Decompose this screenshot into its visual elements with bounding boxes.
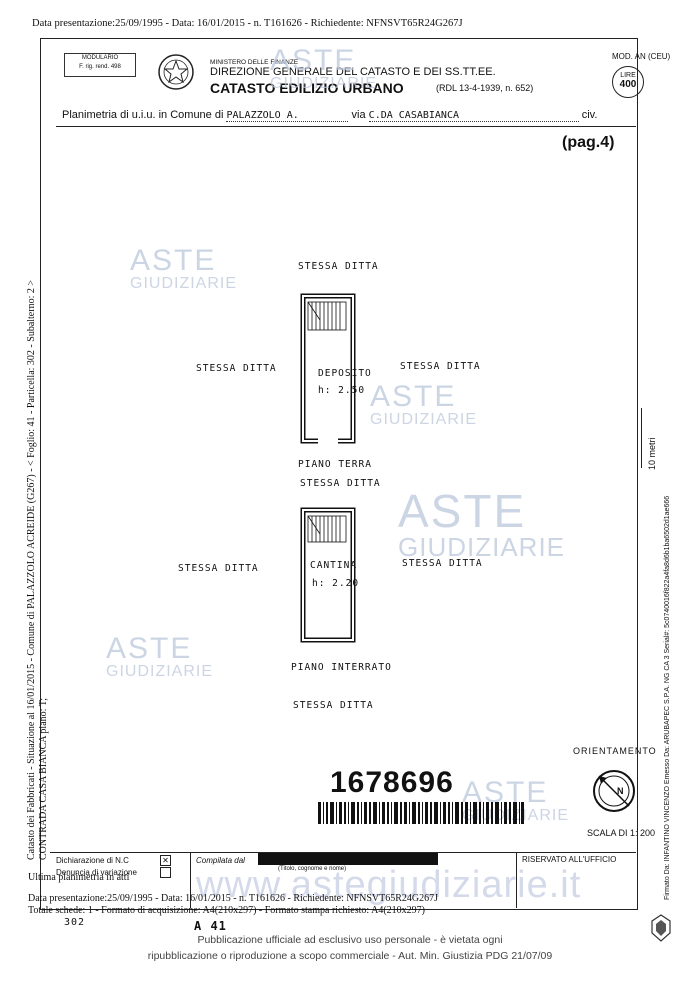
floor-plan-drawing	[300, 293, 356, 643]
watermark-aste-1: ASTE GIUDIZIARIE	[130, 246, 237, 292]
watermark-aste-2: ASTE GIUDIZIARIE	[370, 382, 477, 428]
watermark-aste-text: ASTE	[130, 244, 217, 277]
planimetria-label: Planimetria di u.i.u. in Comune di	[62, 109, 224, 121]
footer-line-2: ripubblicazione o riproduzione a scopo c…	[147, 950, 553, 962]
modulario-label: MODULARIO	[81, 55, 119, 61]
digital-signature-text: Firmato Da: INFANTINO VINCENZO Emesso Da…	[664, 495, 671, 900]
label-height-cantina: h: 2.20	[312, 578, 360, 589]
watermark-aste-text: ASTE	[270, 44, 357, 77]
bottom-divider-1	[190, 852, 191, 908]
watermark-url: www.astegiudiziarie.it	[196, 864, 582, 906]
watermark-aste-text: ASTE	[398, 485, 527, 537]
label-piano-interrato: PIANO INTERRATO	[291, 662, 392, 673]
label-stessa-ditta-right-ground: STESSA DITTA	[400, 361, 481, 372]
denuncia-checkbox	[160, 867, 171, 878]
label-piano-terra: PIANO TERRA	[298, 459, 372, 470]
modulario-ref: F. rig. rend. 498	[79, 64, 121, 70]
catasto-side-text: Catasto dei Fabbricati - Situazione al 1…	[26, 280, 37, 860]
ministry-label: MINISTERO DELLE FINANZE	[210, 59, 299, 66]
scale-bar	[641, 408, 642, 468]
watermark-aste-text: ASTE	[106, 632, 193, 665]
civ-label: civ.	[581, 109, 598, 121]
watermark-aste-4: ASTE GIUDIZIARIE	[106, 634, 213, 680]
compilata-label: Compilata dal	[196, 856, 245, 865]
ultima-planimetria: Ultima planimetria in atti	[28, 872, 130, 883]
planimetria-line: Planimetria di u.i.u. in Comune di PALAZ…	[62, 109, 597, 122]
via-value: C.DA CASABIANCA	[368, 110, 579, 122]
form-frame	[40, 38, 638, 910]
scala-label: SCALA DI 1: 200	[587, 828, 656, 838]
watermark-aste-3: ASTE GIUDIZIARIE	[398, 488, 565, 560]
compass-icon	[593, 770, 635, 812]
label-deposito: DEPOSITO	[318, 368, 372, 379]
document-header-line: Data presentazione:25/09/1995 - Data: 16…	[32, 18, 463, 29]
denuncia-label: Denuncia di variazione	[56, 868, 137, 877]
footer-line-1: Pubblicazione ufficiale ad esclusivo uso…	[197, 934, 503, 946]
data-presentazione-line: Data presentazione:25/09/1995 - Data: 16…	[28, 893, 439, 904]
watermark-giudiziarie-text: GIUDIZIARIE	[130, 275, 238, 292]
barcode-number: 1678696	[330, 766, 454, 799]
modulario-box: MODULARIO F. rig. rend. 498	[64, 53, 136, 77]
label-stessa-ditta-bottom: STESSA DITTA	[293, 700, 374, 711]
rdl-reference: (RDL 13-4-1939, n. 652)	[436, 83, 534, 93]
page-number: (pag.4)	[562, 134, 615, 151]
label-stessa-ditta-mid: STESSA DITTA	[300, 478, 381, 489]
scale-bar-label: 10 metri	[647, 437, 657, 470]
label-stessa-ditta-right-base: STESSA DITTA	[402, 558, 483, 569]
label-height-deposito: h: 2.50	[318, 385, 366, 396]
seal-icon	[651, 914, 671, 942]
dichiarazione-checkbox: ✕	[160, 855, 171, 866]
republic-emblem-icon	[158, 54, 194, 90]
contrada-side-text: CONTRADA CASA BIANCA piano: T;	[38, 697, 49, 860]
titolo-caption: (Titolo, cognome e nome)	[278, 866, 347, 872]
model-code: MOD. AN (CEU)	[612, 52, 671, 61]
redacted-name	[258, 853, 438, 865]
watermark-giudiziarie-text: GIUDIZIARIE	[398, 532, 566, 562]
price-label: LIRE	[620, 72, 636, 79]
price-stamp: LIRE 400	[612, 66, 644, 98]
via-label: via	[351, 109, 366, 121]
label-stessa-ditta-left-ground: STESSA DITTA	[196, 363, 277, 374]
barcode-icon	[318, 802, 524, 824]
bottom-divider-2	[516, 852, 517, 908]
totale-schede-line: Totale schede: 1 - Formato di acquisizio…	[28, 905, 425, 916]
foglio-handwritten: A 41	[194, 919, 227, 933]
watermark-giudiziarie-text: GIUDIZIARIE	[106, 663, 214, 680]
header-divider	[56, 126, 636, 127]
catasto-title: CATASTO EDILIZIO URBANO	[210, 80, 404, 96]
riservato-label: RISERVATO ALL'UFFICIO	[522, 855, 617, 864]
label-stessa-ditta-left-base: STESSA DITTA	[178, 563, 259, 574]
bottom-box	[50, 852, 636, 909]
price-value: 400	[619, 79, 637, 90]
watermark-aste-header: ASTE GIUDIZIARIE	[270, 46, 377, 92]
direzione-label: DIREZIONE GENERALE DEL CATASTO E DEI SS.…	[210, 66, 496, 78]
label-stessa-ditta-top: STESSA DITTA	[298, 261, 379, 272]
comune-value: PALAZZOLO A.	[226, 110, 349, 122]
dichiarazione-label: Dichiarazione di N.C	[56, 856, 129, 865]
orientamento-label: ORIENTAMENTO	[573, 746, 657, 756]
watermark-giudiziarie-text: GIUDIZIARIE	[270, 75, 378, 92]
watermark-giudiziarie-text: GIUDIZIARIE	[370, 411, 478, 428]
compass-north-letter: N	[617, 786, 624, 796]
particella-handwritten: 302	[64, 917, 86, 928]
label-cantina: CANTINA	[310, 560, 358, 571]
watermark-aste-text: ASTE	[370, 380, 457, 413]
